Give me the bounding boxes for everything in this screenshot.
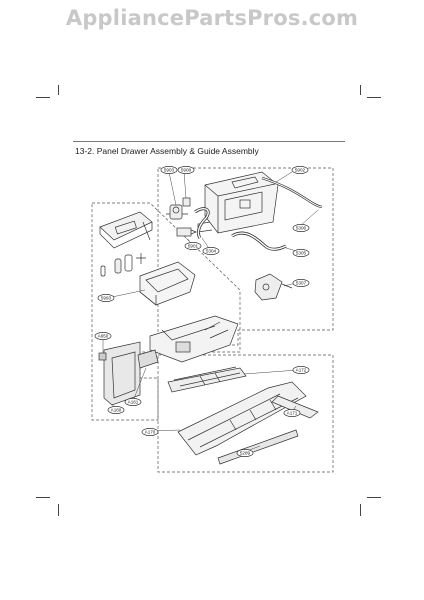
section-title: 13-2. Panel Drawer Assembly & Guide Asse… bbox=[75, 146, 259, 156]
drawer-panel bbox=[99, 211, 153, 249]
callout-A650: A650 bbox=[94, 332, 112, 340]
hose-5304-core bbox=[194, 208, 209, 239]
front-panel-A160 bbox=[103, 341, 141, 406]
drawer-body bbox=[149, 315, 239, 363]
clip-A650 bbox=[98, 352, 107, 361]
callout-A170: A170 bbox=[141, 428, 159, 436]
callout-label: A171 bbox=[287, 411, 298, 416]
callout-label: 5903 bbox=[164, 168, 175, 173]
callout-label: 5289 bbox=[240, 451, 251, 456]
clip-5908 bbox=[182, 197, 191, 207]
callout-5304: 5304 bbox=[202, 247, 220, 255]
callout-5903: 5903 bbox=[160, 166, 178, 174]
bracket-5307 bbox=[254, 273, 293, 301]
callout-label: 5306 bbox=[296, 226, 307, 231]
callout-label: A650 bbox=[98, 334, 109, 339]
callout-5307: 5307 bbox=[292, 279, 310, 287]
guide-body-A170 bbox=[177, 381, 307, 456]
callout-label: 5307 bbox=[296, 281, 307, 286]
callout-A171: A171 bbox=[283, 409, 301, 417]
callout-5993: 5993 bbox=[97, 294, 115, 302]
nozzle-5901 bbox=[176, 227, 197, 237]
callout-label: A161 bbox=[128, 400, 139, 405]
callout-5289: 5289 bbox=[236, 449, 254, 457]
callout-label: 5993 bbox=[101, 296, 112, 301]
crop-mark-bottom-left bbox=[36, 497, 50, 498]
callout-label: 5305 bbox=[296, 251, 307, 256]
valve-5903 bbox=[166, 204, 188, 220]
callout-5306: 5306 bbox=[292, 224, 310, 232]
hose-5305-core bbox=[231, 232, 287, 250]
crop-mark-bottom-left-v bbox=[58, 504, 59, 516]
callout-label: 5908 bbox=[181, 168, 192, 173]
guide-strip-A171 bbox=[271, 395, 319, 419]
hose-5306-core bbox=[261, 177, 323, 208]
watermark: AppliancePartsPros.com bbox=[65, 6, 359, 30]
callout-5908: 5908 bbox=[177, 166, 195, 174]
callout-A172: A172 bbox=[292, 366, 310, 374]
drawer-tray-5993 bbox=[139, 261, 196, 306]
callout-label: 5304 bbox=[206, 249, 217, 254]
callout-5901: 5901 bbox=[184, 242, 202, 250]
crop-mark-bottom-right bbox=[367, 497, 381, 498]
dispenser-housing bbox=[197, 171, 279, 234]
crop-mark-top-left-v bbox=[58, 85, 59, 95]
title-rule bbox=[73, 141, 345, 142]
callout-label: A170 bbox=[145, 430, 156, 435]
callout-A161: A161 bbox=[124, 398, 142, 406]
guide-rail-A172 bbox=[167, 366, 247, 393]
callout-label: 5901 bbox=[188, 244, 199, 249]
knob-A161 bbox=[137, 349, 159, 369]
siphon-caps bbox=[100, 253, 146, 277]
callout-5305: 5305 bbox=[292, 249, 310, 257]
callout-label: A160 bbox=[111, 408, 122, 413]
crop-mark-top-right-v bbox=[360, 85, 361, 95]
callout-A160: A160 bbox=[107, 406, 125, 414]
callout-5902: 5902 bbox=[291, 166, 309, 174]
callout-label: 5902 bbox=[295, 168, 306, 173]
crop-mark-bottom-right-v bbox=[360, 504, 361, 516]
crop-mark-top-left bbox=[36, 97, 50, 98]
callout-label: A172 bbox=[296, 368, 307, 373]
crop-mark-top-right bbox=[367, 97, 381, 98]
